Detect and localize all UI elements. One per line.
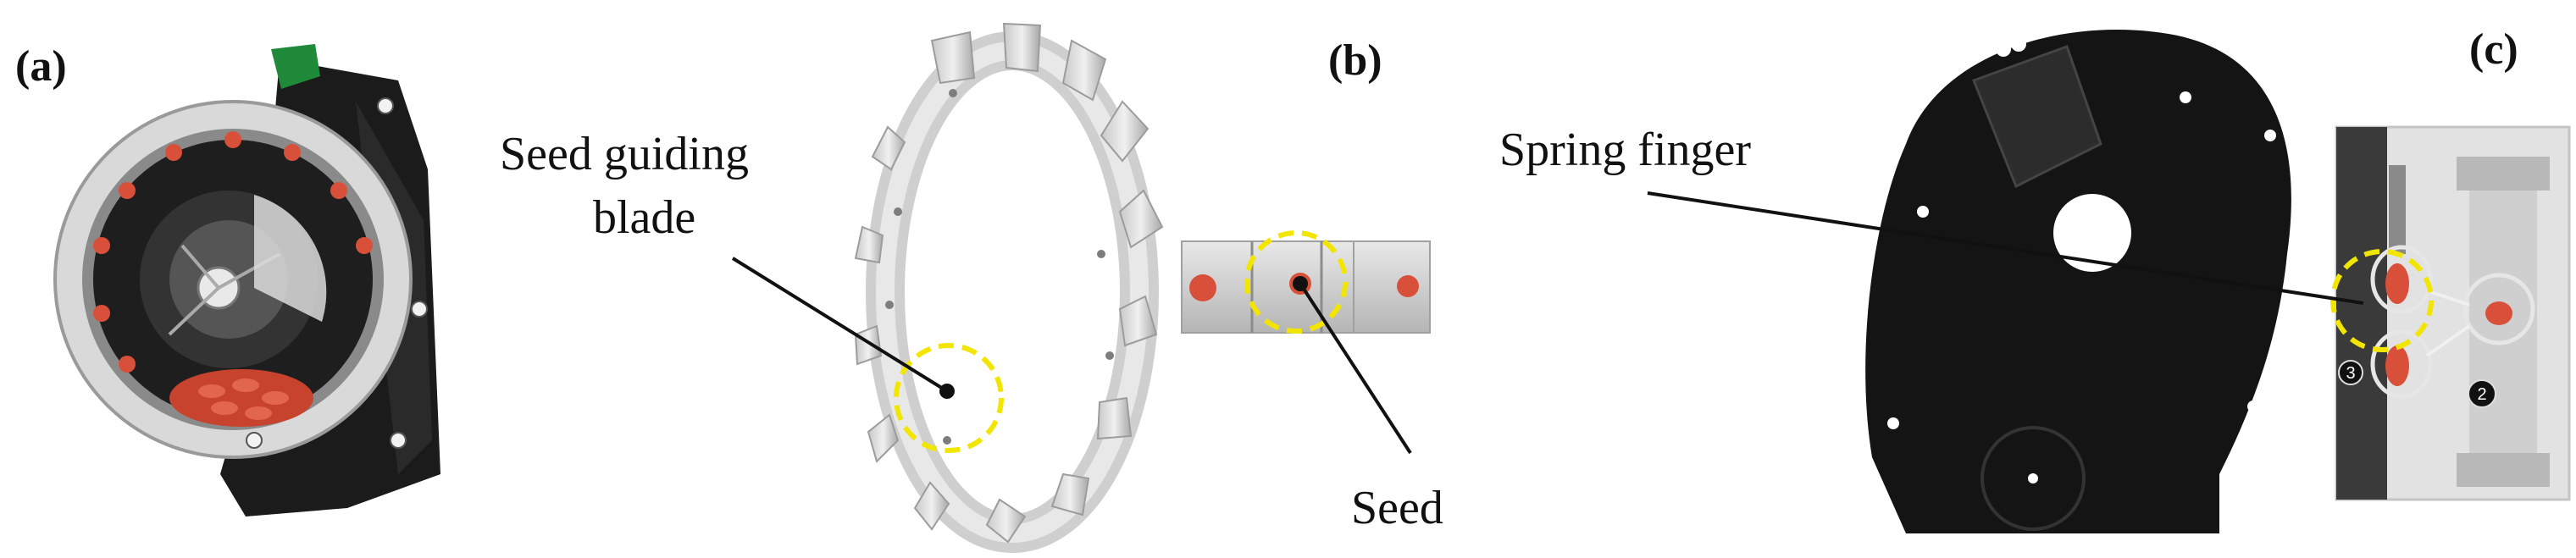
seed-pointer-dot <box>1293 276 1308 291</box>
seed-mark-right <box>1397 275 1419 297</box>
panel-c-label: (c) <box>2469 25 2518 74</box>
panel-b-label: (b) <box>1328 36 1382 85</box>
seed-pointer-line <box>1299 282 1412 455</box>
blade-label-line2: blade <box>593 191 695 244</box>
blade-highlight-circle <box>894 343 1004 453</box>
seed-cells <box>93 131 373 373</box>
blade-pointer-dot <box>939 384 955 399</box>
seed-meter-cutaway <box>53 44 440 517</box>
panel-b: (b) <box>500 22 1443 553</box>
seed-guiding-wheel <box>854 22 1164 553</box>
seed-highlight-circle <box>1244 230 1348 334</box>
blade-pointer-line <box>731 257 949 393</box>
panel-a-label: (a) <box>15 42 67 91</box>
inset-number-3: 3 <box>2346 364 2355 383</box>
inset-number-2: 2 <box>2477 385 2486 404</box>
seed-blade-closeup <box>1181 240 1431 334</box>
finger-pointer-line <box>1647 191 2364 305</box>
seed-mark-left <box>1189 274 1216 301</box>
finger-label: Spring finger <box>1499 124 1751 176</box>
blade-label-line1: Seed guiding <box>500 128 749 180</box>
seed-label: Seed <box>1351 482 1443 534</box>
finger-pickup-plate <box>1865 30 2291 533</box>
panel-a: (a) <box>15 42 440 517</box>
panel-c: (c) <box>1499 25 2571 533</box>
spring-finger-inset: 3 2 <box>2335 125 2571 501</box>
finger-highlight-circle <box>2330 249 2434 352</box>
